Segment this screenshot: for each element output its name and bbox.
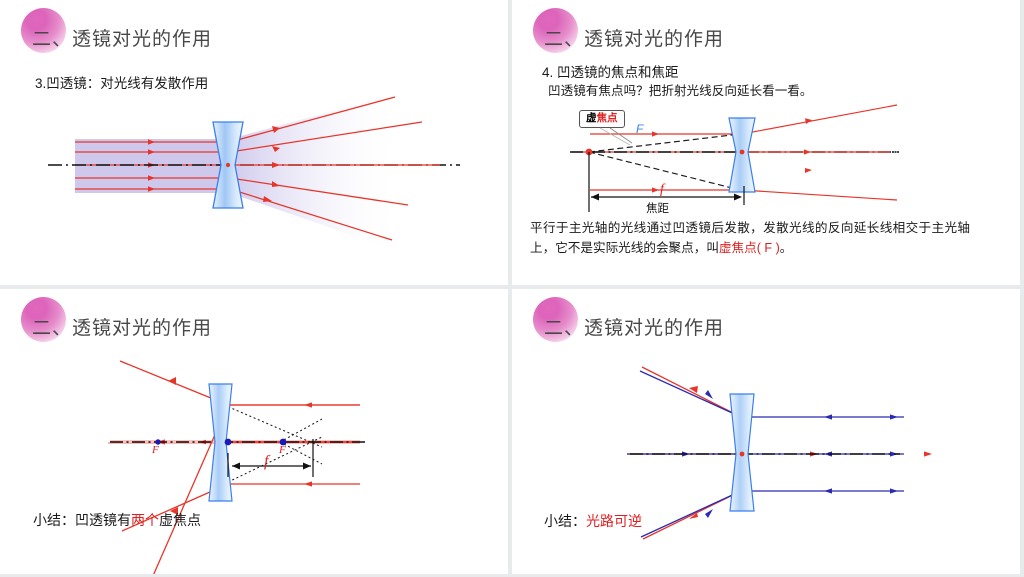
summary-highlight: 光路可逆 [586,513,642,529]
lens-center-point-4 [739,451,745,457]
header-badge-circle-icon [533,297,578,342]
page-title: 二、透镜对光的作用 [544,318,725,339]
outgoing-rays [229,96,440,241]
page-title: 二、透镜对光的作用 [32,29,213,50]
dotted-extensions-3 [223,404,323,485]
slide-1-header: 二、透镜对光的作用 [0,0,508,58]
header-badge-circle-icon [21,297,66,342]
axis-label-F: F [636,122,644,136]
virtual-focus-diagram [570,104,900,212]
focal-point-right [279,438,287,446]
page-title: 二、透镜对光的作用 [544,29,725,50]
paragraph-line-1: 平行于主光轴的光线通过凹透镜后发散，发散光线的反向延长线相交于主 [530,221,945,235]
incoming-ray-arrowheads-3 [157,402,312,487]
summary-highlight: 两个 [131,512,159,528]
summary-prefix: 小结：凹透镜有 [33,512,131,528]
outgoing-ray-arrowheads [263,126,280,202]
slide-panel-2[interactable]: 二、透镜对光的作用 4. 凹透镜的焦点和焦距 凹透镜有焦点吗？把折射光线反向延长… [512,0,1020,285]
slide-2-header: 二、透镜对光的作用 [512,0,1020,58]
red-ray-arrowheads [689,386,932,519]
concave-lens-shape-2 [728,117,756,193]
header-badge-circle-icon [21,8,66,53]
incoming-rays-3 [108,404,360,485]
lens-center-point-2 [739,149,745,155]
slide-4-header: 二、透镜对光的作用 [512,289,1020,347]
paragraph-highlight: 虚焦点( F ) [718,241,780,255]
callout-red-text: 焦点 [596,112,618,124]
slide-2-subheading: 4. 凹透镜的焦点和焦距 [542,65,679,80]
virtual-focus-callout: 虚焦点 [579,110,625,128]
focal-length-symbol-3: f [264,453,269,470]
summary-suffix: 虚焦点 [159,512,201,528]
outgoing-ray-arrowheads-3 [168,377,178,515]
slide-panel-4[interactable]: 二、透镜对光的作用 [512,289,1020,574]
incoming-ray-arrowheads-2 [652,131,659,193]
focal-length-caption: 焦距 [646,203,669,215]
callout-black-text: 虚 [586,112,597,124]
slide-1-subheading: 3.凹透镜：对光线有发散作用 [35,76,209,91]
outgoing-rays-2 [741,104,898,201]
slide-2-question: 凹透镜有焦点吗？把折射光线反向延长看一看。 [548,84,813,98]
header-badge-circle-icon [533,8,578,53]
paragraph-line-2b: 。 [779,241,793,255]
concave-lens-divergence-diagram [48,94,460,250]
lens-center-point [225,162,231,168]
incoming-rays-2 [572,133,742,191]
slide-3-header: 二、透镜对光的作用 [0,289,508,347]
slide-panel-3[interactable]: 二、透镜对光的作用 [0,289,508,574]
slide-2-paragraph: 平行于主光轴的光线通过凹透镜后发散，发散光线的反向延长线相交于主光轴上，它不是实… [530,218,970,258]
paragraph-line-2a: 光轴上，它不是实际光线的会聚点，叫 [530,221,971,255]
reversible-light-path-diagram [627,366,932,540]
two-virtual-foci-diagram [108,360,368,574]
summary-prefix: 小结： [544,513,586,529]
slide-4-summary: 小结：光路可逆 [544,511,642,531]
concave-lens-shape-3 [208,383,233,502]
focal-point-left [155,439,161,445]
focus-right-label: F [279,444,286,456]
focus-left-label: F [152,444,159,456]
focal-length-symbol: f [660,182,664,197]
page-title: 二、透镜对光的作用 [32,318,213,339]
virtual-ray-extensions [588,133,741,191]
lens-center-point-3 [224,438,232,446]
outgoing-beam-shade [230,94,395,250]
slide-3-summary: 小结：凹透镜有两个虚焦点 [33,510,201,530]
outgoing-ray-arrowheads-2 [804,118,812,173]
slide-panel-1[interactable]: 二、透镜对光的作用 3.凹透镜：对光线有发散作用 [0,0,508,285]
